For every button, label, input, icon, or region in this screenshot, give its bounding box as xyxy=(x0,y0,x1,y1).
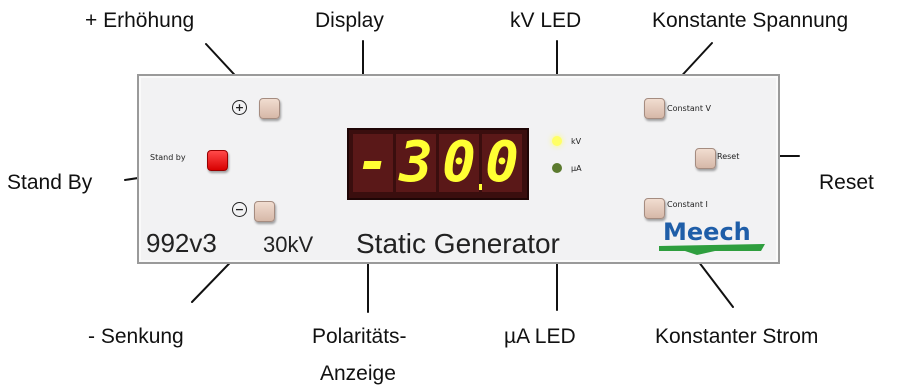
generator-front-panel: + Stand by − - 3 0 0 kV µA Constant V Re… xyxy=(137,74,780,264)
constant-voltage-button[interactable] xyxy=(644,98,665,119)
increase-button[interactable] xyxy=(259,98,280,119)
logo-swoosh-icon xyxy=(659,244,765,255)
ua-led xyxy=(552,163,562,173)
callout-polarity-line2: Anzeige xyxy=(320,362,396,385)
callout-constant-voltage: Konstante Spannung xyxy=(652,9,849,32)
constant-voltage-label: Constant V xyxy=(667,104,711,113)
callout-ua-led: µA LED xyxy=(504,325,576,348)
display-digit-value: 0 xyxy=(485,130,519,195)
voltage-rating: 30kV xyxy=(263,232,314,257)
decrease-button[interactable] xyxy=(254,201,275,222)
callout-stand-by: Stand By xyxy=(7,171,93,194)
kv-led xyxy=(552,136,562,146)
seven-segment-display: - 3 0 0 xyxy=(347,128,529,200)
callout-reset: Reset xyxy=(819,171,874,194)
product-name: Static Generator xyxy=(356,228,560,259)
callout-constant-current: Konstanter Strom xyxy=(655,325,819,348)
callout-kv-led: kV LED xyxy=(510,9,582,32)
minus-icon: − xyxy=(232,202,247,217)
reset-label: Reset xyxy=(717,152,740,161)
display-digit: 0 xyxy=(482,130,522,195)
logo-text: Meech xyxy=(663,218,751,246)
display-digit: 0 xyxy=(439,130,479,195)
constant-current-label: Constant I xyxy=(667,200,708,209)
model-number: 992v3 xyxy=(146,228,217,258)
meech-logo: Meech xyxy=(657,220,771,256)
kv-led-label: kV xyxy=(571,137,582,146)
display-digit-value: 0 xyxy=(442,130,476,195)
stand-by-button[interactable] xyxy=(207,150,228,171)
callout-display: Display xyxy=(315,9,384,32)
reset-button[interactable] xyxy=(695,148,716,169)
display-digit: - xyxy=(353,130,393,195)
display-polarity-sign: - xyxy=(356,130,390,195)
ua-led-label: µA xyxy=(571,164,582,173)
callout-decrease: - Senkung xyxy=(88,325,184,348)
display-digit-value: 3 xyxy=(399,130,433,195)
display-digit: 3 xyxy=(396,130,436,195)
callout-increase: + Erhöhung xyxy=(85,9,195,32)
stand-by-label: Stand by xyxy=(150,153,186,162)
constant-current-button[interactable] xyxy=(644,198,665,219)
plus-icon: + xyxy=(232,100,247,115)
callout-polarity-line1: Polaritäts- xyxy=(312,325,407,348)
